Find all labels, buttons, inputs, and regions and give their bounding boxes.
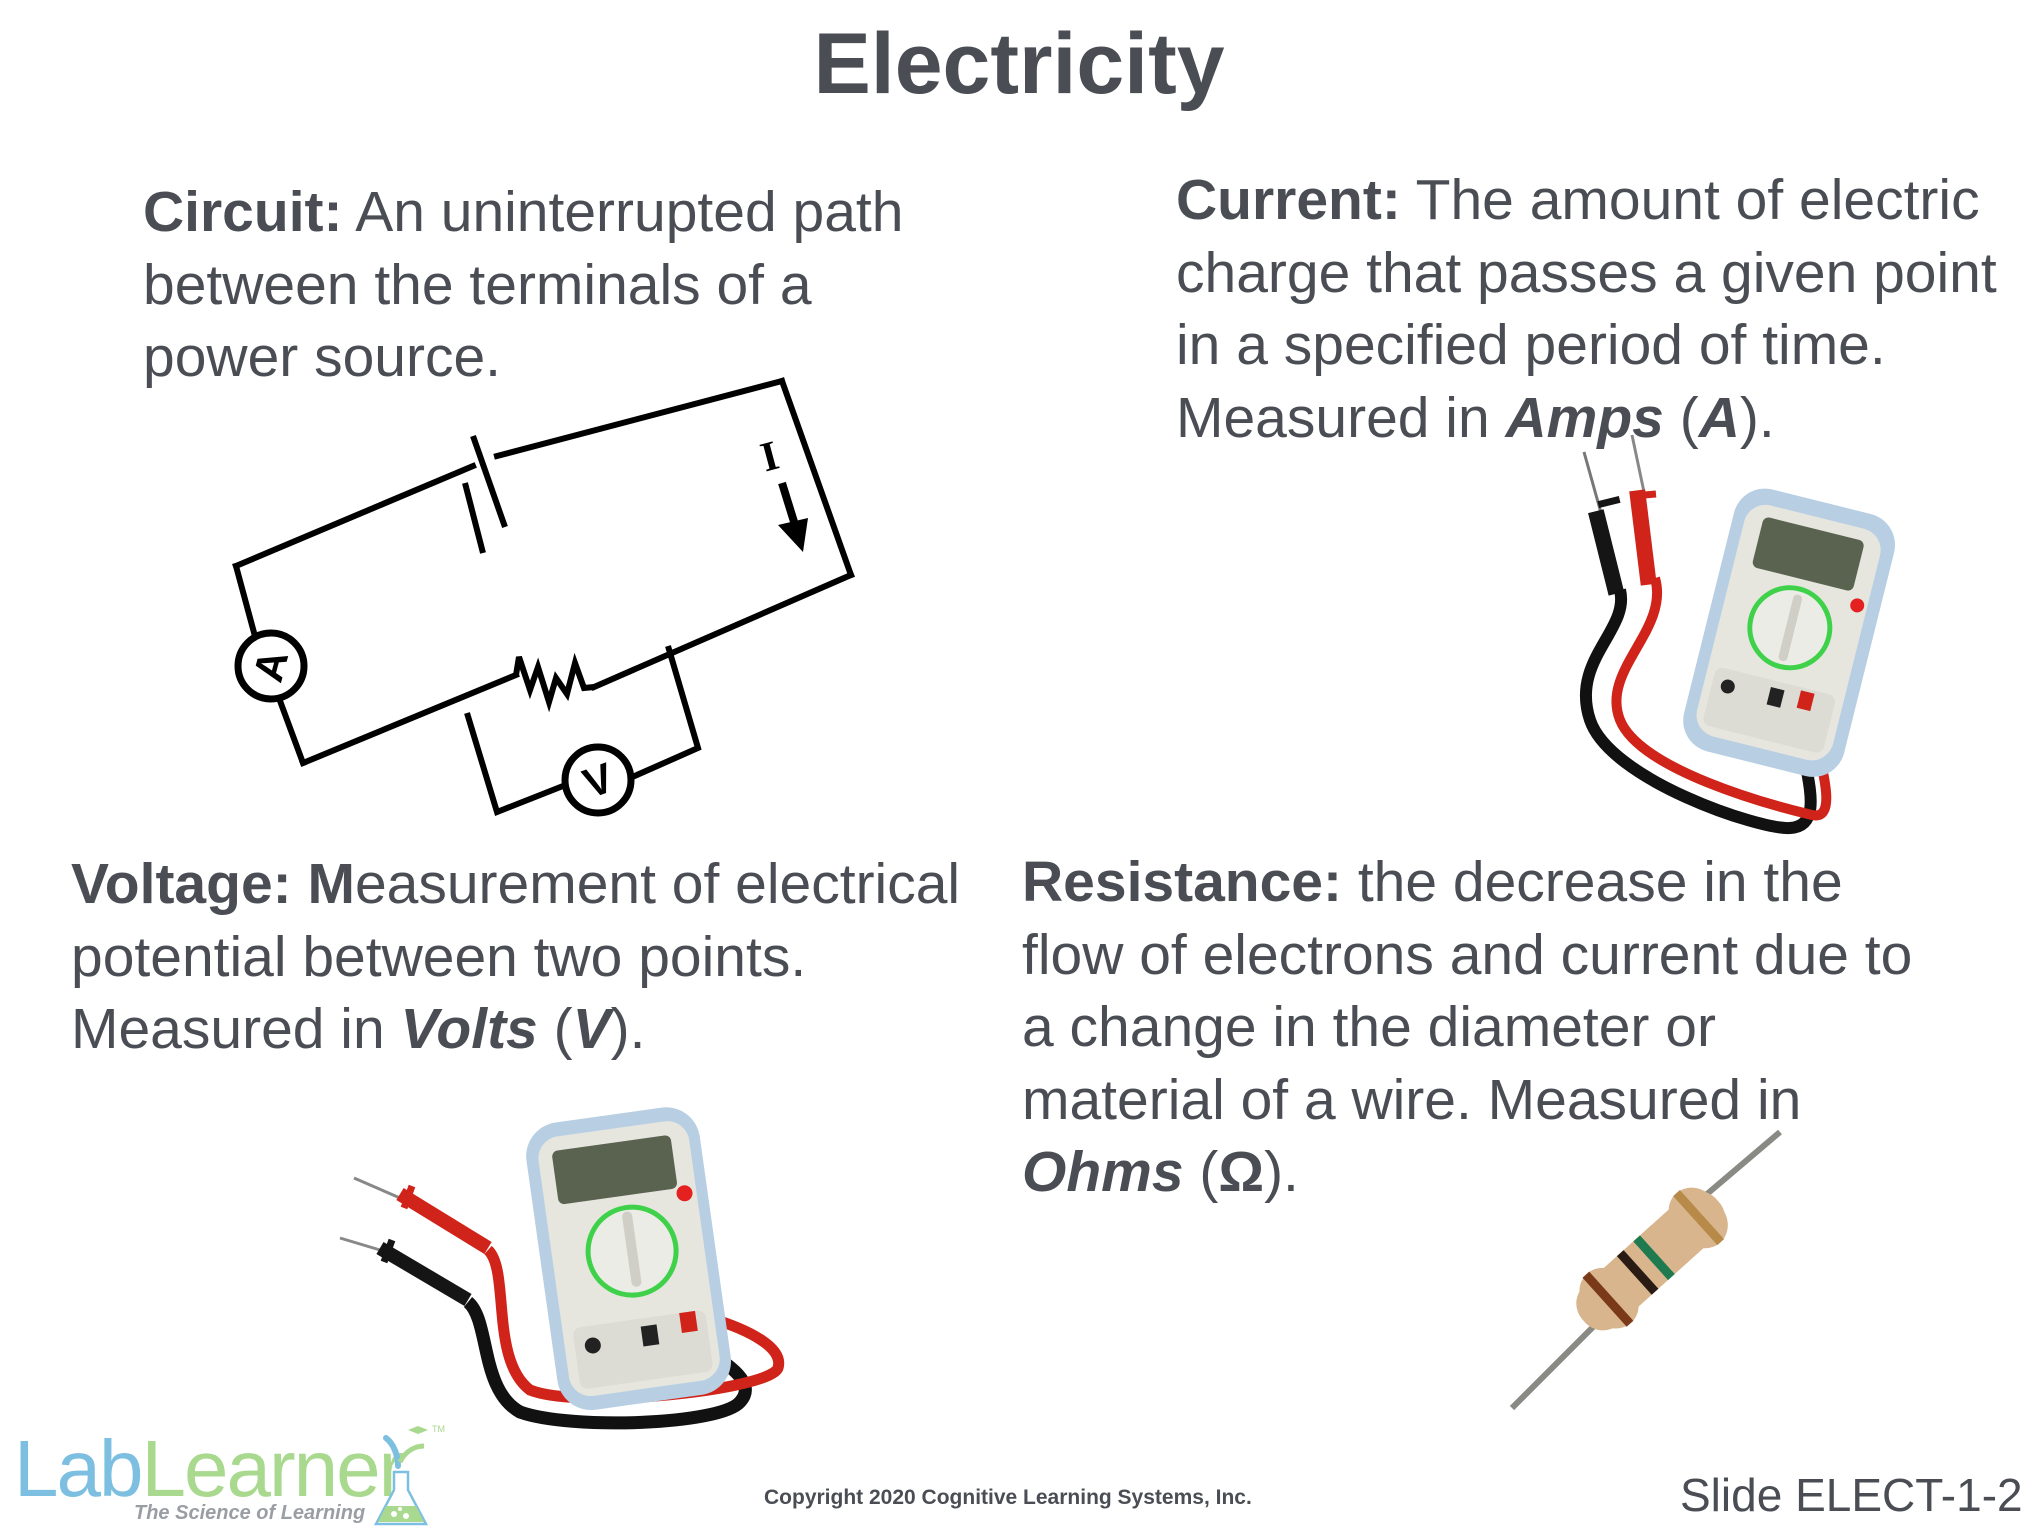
resistance-definition: Resistance: the decrease in the flow of … xyxy=(1022,846,1922,1209)
slide-id: Slide ELECT-1-2 xyxy=(1680,1469,2023,1521)
logo-wordmark: LabLearner xyxy=(14,1424,405,1514)
resistance-term: Resistance: xyxy=(1022,850,1342,914)
wire-bottom-right xyxy=(590,571,855,691)
voltage-paren-open: ( xyxy=(537,997,573,1061)
slide-title: Electricity xyxy=(813,16,1225,112)
resistor-symbol xyxy=(513,652,595,713)
voltmeter-symbol xyxy=(561,743,635,817)
current-unit-symbol: A xyxy=(1698,385,1740,450)
voltage-definition: Voltage: Measurement of electrical poten… xyxy=(71,848,971,1066)
circuit-term: Circuit: xyxy=(143,180,343,244)
lablearner-logo: LabLearner The Science of Learning TM xyxy=(14,1424,445,1528)
wire-left-lower xyxy=(272,686,307,767)
resistance-paren-close: ). xyxy=(1264,1140,1299,1204)
current-definition: Current: The amount of electric charge t… xyxy=(1176,164,2016,454)
battery-short-plate xyxy=(462,482,486,554)
resistance-unit-name: Ohms xyxy=(1022,1140,1184,1204)
circuit-definition: Circuit: An uninterrupted path between t… xyxy=(143,176,923,394)
current-text: The amount of electric charge that passe… xyxy=(1176,168,1997,450)
current-arrow-shaft xyxy=(778,481,799,527)
circuit-text: An uninterrupted path between the termin… xyxy=(143,180,904,389)
current-term: Current: xyxy=(1176,168,1401,232)
resistance-text: the decrease in the flow of electrons an… xyxy=(1022,850,1913,1132)
wire-top-right xyxy=(493,377,786,460)
battery-long-plate xyxy=(470,435,508,528)
current-paren-open: ( xyxy=(1663,385,1699,450)
logo-lab-text: Lab xyxy=(14,1424,143,1513)
wire-right xyxy=(778,377,855,579)
resistance-unit-symbol: Ω xyxy=(1218,1140,1265,1204)
copyright-notice: Copyright 2020 Cognitive Learning System… xyxy=(764,1486,1252,1509)
voltmeter-wire-left xyxy=(464,712,565,816)
resistance-paren-open: ( xyxy=(1183,1140,1219,1204)
voltage-term: Voltage: M xyxy=(71,852,355,916)
logo-trademark: TM xyxy=(432,1424,445,1434)
voltage-text: easurement of electrical potential betwe… xyxy=(71,852,961,1061)
resistor-image xyxy=(1509,1129,1782,1411)
logo-tagline: The Science of Learning xyxy=(134,1502,366,1524)
multimeter-image-voltage xyxy=(339,1107,785,1430)
wire-top-left xyxy=(232,462,477,570)
voltage-paren-close: ). xyxy=(610,997,646,1061)
wire-bottom-left xyxy=(299,671,520,767)
current-arrow-head xyxy=(778,518,808,552)
current-paren-close: ). xyxy=(1739,385,1775,450)
logo-learner-text: Learner xyxy=(141,1424,405,1513)
voltmeter-wire-right xyxy=(628,645,702,781)
ammeter-symbol xyxy=(234,629,308,703)
wire-left-upper xyxy=(232,562,260,644)
voltage-unit-symbol: V xyxy=(572,997,611,1061)
flask-icon: TM xyxy=(373,1424,445,1526)
voltage-unit-name: Volts xyxy=(400,997,538,1061)
current-unit-name: Amps xyxy=(1505,385,1664,450)
current-label: I xyxy=(756,433,784,482)
multimeter-image-current xyxy=(1579,434,1896,835)
